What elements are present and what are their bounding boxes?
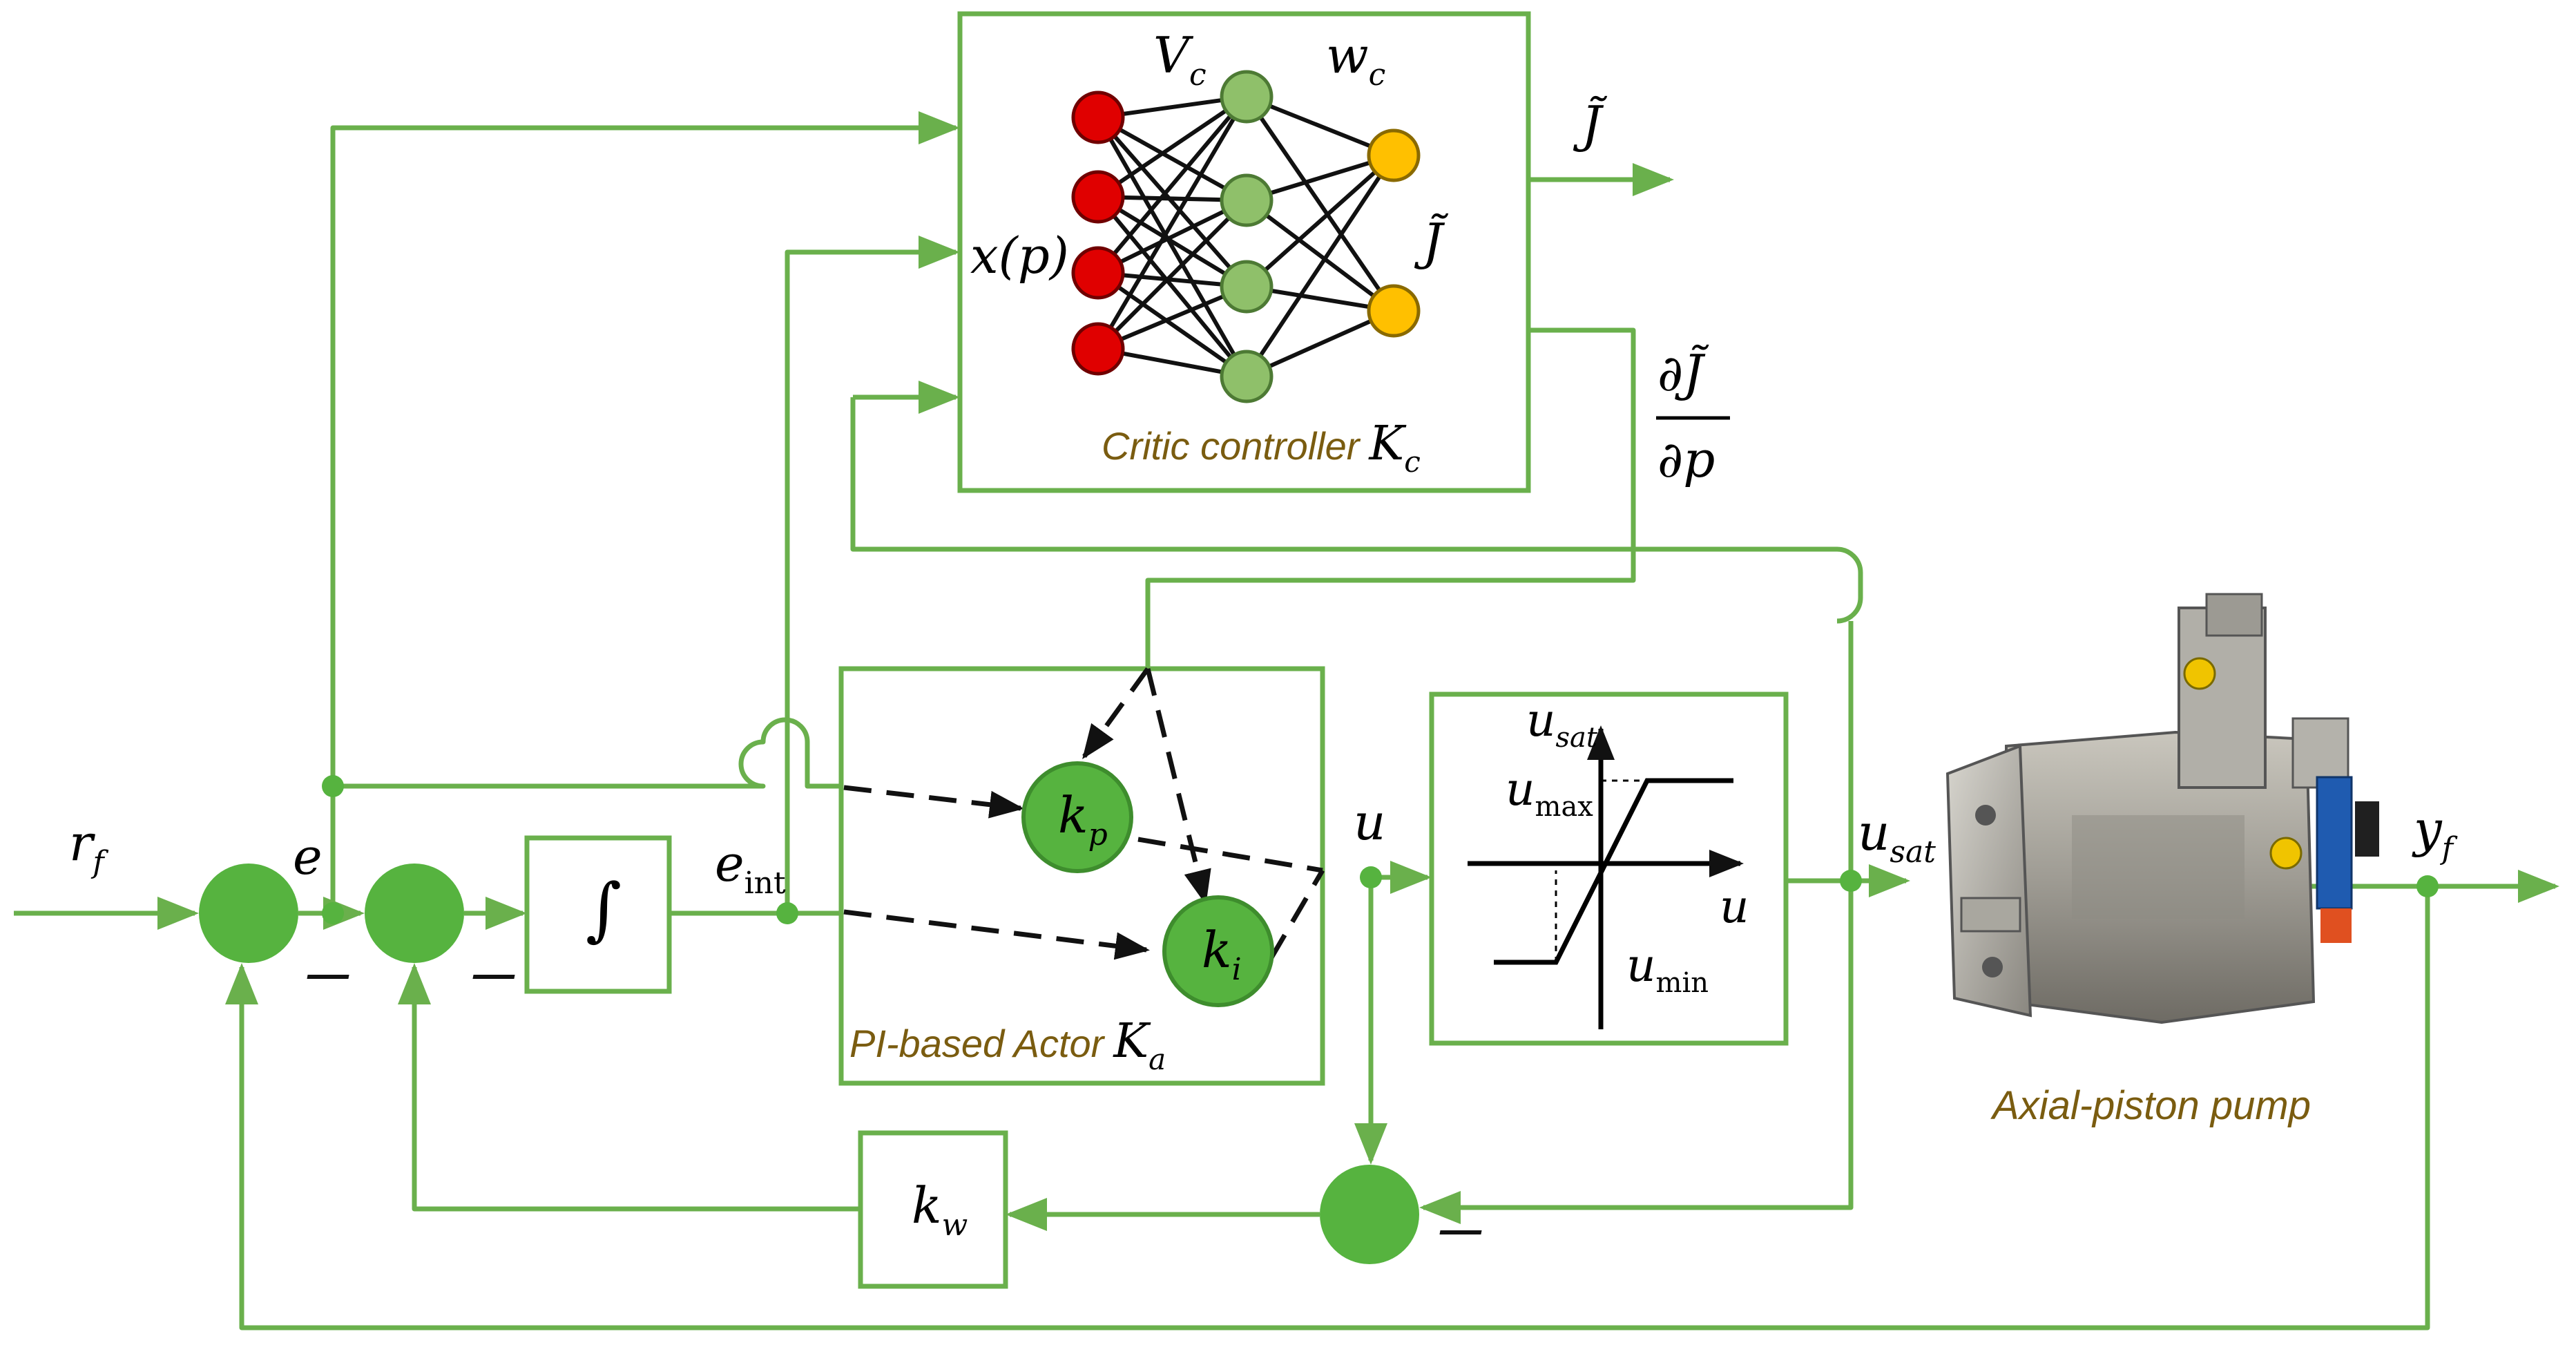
- error-to-actor-wire: [333, 717, 841, 789]
- error-to-critic-wire: [330, 111, 960, 913]
- error-summing-junction: [199, 864, 298, 963]
- eint-label: eint: [715, 834, 786, 901]
- input-neuron: [1071, 90, 1125, 144]
- network-connection: [1097, 115, 1248, 202]
- usat-label: usat: [1858, 803, 1936, 870]
- network-connection: [1096, 116, 1249, 288]
- integral-summing-junction: [365, 864, 464, 963]
- input-neuron: [1071, 170, 1125, 224]
- kp-label: kp: [1058, 786, 1108, 852]
- error-to-kp-dash: [843, 785, 1024, 819]
- network-connection: [1096, 198, 1249, 351]
- gradient-denominator: ∂p: [1657, 430, 1715, 488]
- network-connection: [1096, 116, 1249, 378]
- control-label: u: [1354, 793, 1385, 851]
- network-connection: [1245, 309, 1395, 379]
- kw-to-sum-wire: [398, 963, 861, 1212]
- output-label: yf: [2412, 800, 2458, 866]
- ki-gain-node: [1162, 895, 1274, 1007]
- network-connection: [1245, 198, 1395, 313]
- usat-junction-dot: [1840, 870, 1862, 892]
- eint-to-critic-wire: [785, 236, 960, 913]
- network-connection: [1096, 195, 1249, 378]
- ki-to-u-dash: [1268, 869, 1325, 960]
- critic-input-label: x(p): [970, 227, 1069, 285]
- integrator-block: [524, 835, 672, 994]
- kw-label: kw: [912, 1176, 968, 1243]
- network-connection: [1244, 154, 1396, 378]
- hidden-neuron: [1220, 173, 1273, 227]
- u-junction-dot: [1360, 866, 1382, 888]
- saturation-curve: [1494, 778, 1733, 965]
- difference-minus-sign: —: [1439, 1206, 1482, 1252]
- network-connection: [1097, 271, 1248, 379]
- critic-network-neurons: [1071, 70, 1421, 403]
- saturation-block: [1429, 691, 1789, 1046]
- usat-to-difference-wire: [1423, 621, 1854, 1208]
- eint-junction-dot: [776, 902, 798, 924]
- network-connection: [1097, 285, 1248, 351]
- network-connection: [1096, 95, 1249, 350]
- network-connection: [1096, 95, 1249, 274]
- pump-caption: Axial-piston pump: [1990, 1083, 2311, 1128]
- ki-label: ki: [1202, 921, 1242, 987]
- saturation-difference-junction: [1320, 1165, 1419, 1264]
- hidden-neuron: [1220, 70, 1273, 124]
- critic-out-arrow-label: J̃: [1573, 95, 1608, 153]
- output-feedback-wire: [225, 886, 2430, 1330]
- reference-label: rf: [69, 814, 108, 880]
- network-connection: [1244, 95, 1396, 312]
- input-neuron: [1071, 322, 1125, 376]
- output-neuron: [1367, 284, 1421, 338]
- usat-loop-to-critic-wire: [850, 397, 1863, 624]
- gradient-to-kp-dash: [1082, 667, 1150, 760]
- axial-piston-pump-image: [1945, 593, 2379, 1024]
- network-connection: [1097, 198, 1248, 275]
- hidden-neuron: [1220, 260, 1273, 314]
- gradient-to-actor-wire: [1145, 327, 1636, 669]
- error-label: e: [293, 828, 323, 886]
- anti-windup-gain-block: [858, 1130, 1008, 1289]
- output-neuron: [1367, 128, 1421, 182]
- actor-block: [838, 666, 1325, 1086]
- error-minus-sign: —: [307, 951, 349, 997]
- error-branch-dot: [322, 775, 344, 797]
- umin-label: umin: [1626, 939, 1709, 999]
- kp-gain-node: [1021, 761, 1133, 873]
- input-neuron: [1071, 246, 1125, 300]
- output-weights-label: wc: [1326, 26, 1385, 93]
- network-connection: [1245, 153, 1395, 289]
- network-connection: [1097, 95, 1248, 199]
- saturation-limit-guides: [1555, 779, 1647, 962]
- kp-to-u-dash: [1137, 837, 1323, 873]
- integral-minus-sign: —: [472, 951, 515, 997]
- gradient-numerator: ∂J̃: [1657, 344, 1709, 402]
- hidden-layer-label: Vc: [1153, 26, 1207, 93]
- eint-to-ki-dash: [843, 909, 1150, 960]
- integral-symbol: ∫: [586, 868, 622, 949]
- umax-label: umax: [1506, 763, 1593, 823]
- hidden-neuron: [1220, 350, 1273, 403]
- output-junction-dot: [2416, 875, 2439, 897]
- error-junction-dot: [322, 902, 344, 924]
- saturation-y-axis-label: usat: [1526, 694, 1598, 754]
- network-connection: [1097, 195, 1248, 289]
- saturation-x-axis-label: u: [1720, 880, 1749, 933]
